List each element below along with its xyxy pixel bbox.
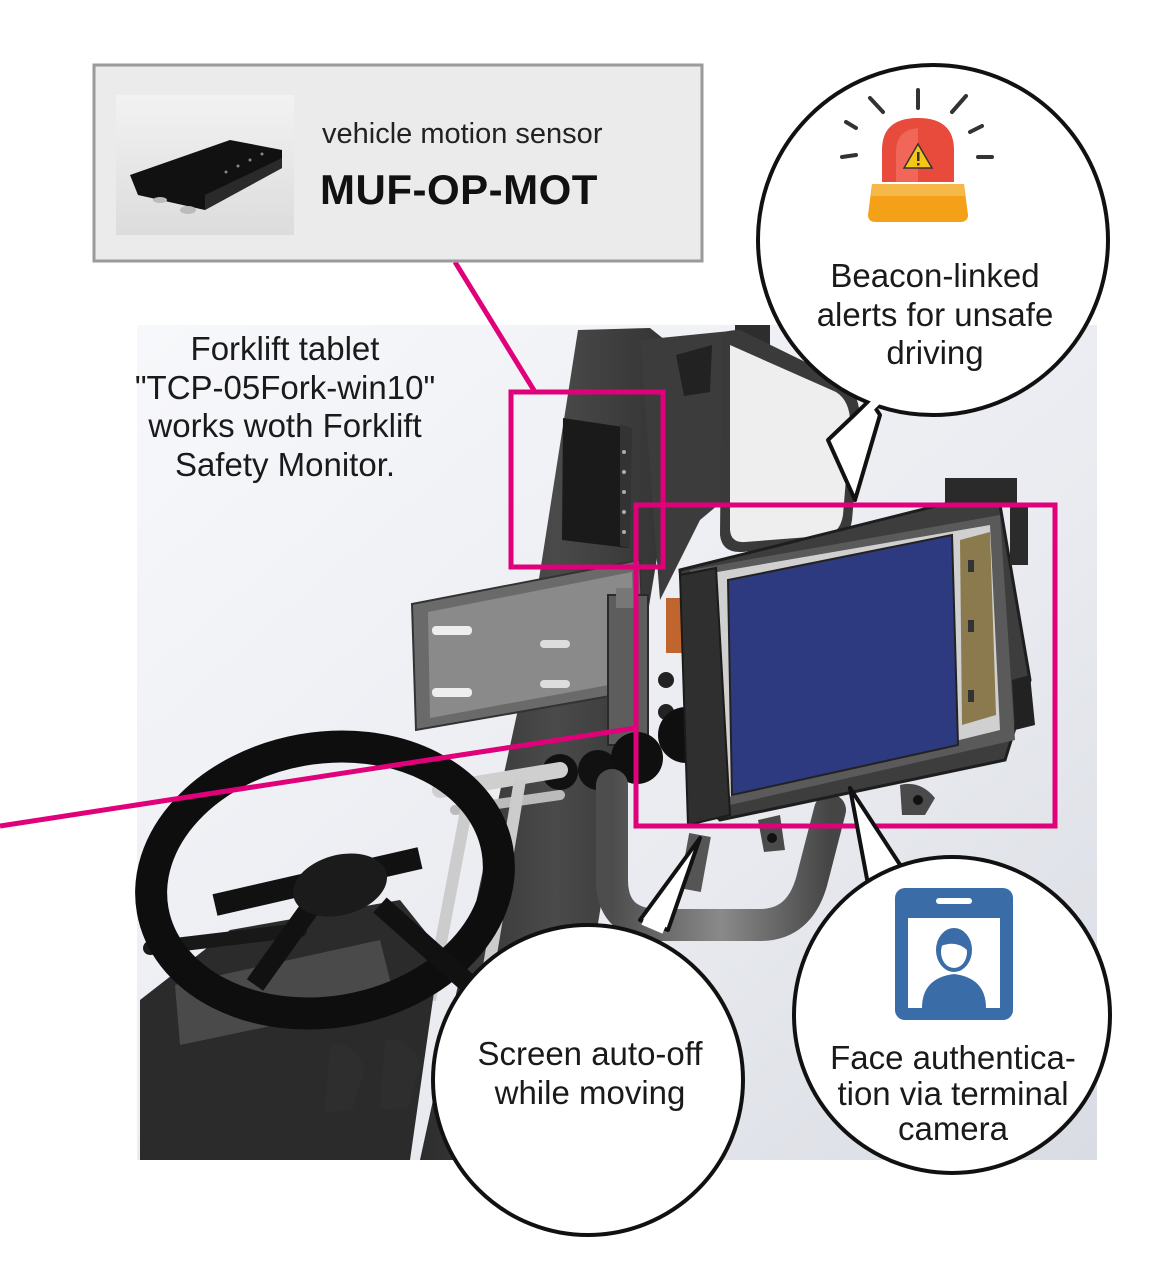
- tablet-description-line: "TCP-05Fork-win10": [134, 368, 436, 406]
- face-callout-line: Face authentica-: [830, 1039, 1076, 1076]
- face-callout-text: Face authentica- tion via terminal camer…: [808, 1040, 1098, 1147]
- tablet-leader-line: [0, 725, 637, 829]
- sensor-model-name: MUF-OP-MOT: [320, 166, 598, 213]
- steering-wheel: [135, 730, 515, 1030]
- screen-callout-line: while moving: [494, 1073, 686, 1111]
- tablet-highlight-box: [633, 502, 1058, 829]
- beacon-callout-line: driving: [886, 334, 984, 372]
- side-mirror: [720, 330, 861, 553]
- screen-callout-text: Screen auto-off while moving: [440, 1035, 740, 1112]
- tablet-description: Forklift tablet "TCP-05Fork-win10" works…: [90, 330, 480, 484]
- beacon-callout-text: Beacon-linked alerts for unsafe driving: [785, 257, 1085, 373]
- sensor-leader-line: [452, 260, 538, 394]
- highlight-overlays: [0, 260, 1058, 829]
- screen-callout-line: Screen auto-off: [477, 1035, 703, 1072]
- beacon-callout-line: Beacon-linked: [830, 257, 1040, 294]
- tablet-description-line: works woth Forklift: [148, 407, 422, 445]
- face-id-badge-icon: [895, 888, 1013, 1020]
- beacon-callout-line: alerts for unsafe: [816, 295, 1054, 333]
- forklift-tablet: [678, 478, 1035, 852]
- tablet-description-line: Safety Monitor.: [174, 445, 396, 483]
- mounted-motion-sensor: [562, 418, 632, 548]
- tablet-description-line: Forklift tablet: [190, 330, 380, 367]
- face-callout-line: tion via terminal: [837, 1074, 1069, 1112]
- tablet-screen: [726, 533, 960, 797]
- face-callout-line: camera: [897, 1110, 1009, 1148]
- mount-bracket: [410, 558, 647, 732]
- sensor-label-box: [92, 63, 704, 263]
- screen-callout-bubble: [431, 836, 745, 1237]
- sensor-highlight-box: [508, 389, 666, 570]
- console-base: [140, 900, 440, 1160]
- beacon-alert-icon: [840, 88, 994, 222]
- beacon-callout-bubble: [756, 63, 1110, 502]
- sensor-subtitle: vehicle motion sensor: [322, 118, 603, 150]
